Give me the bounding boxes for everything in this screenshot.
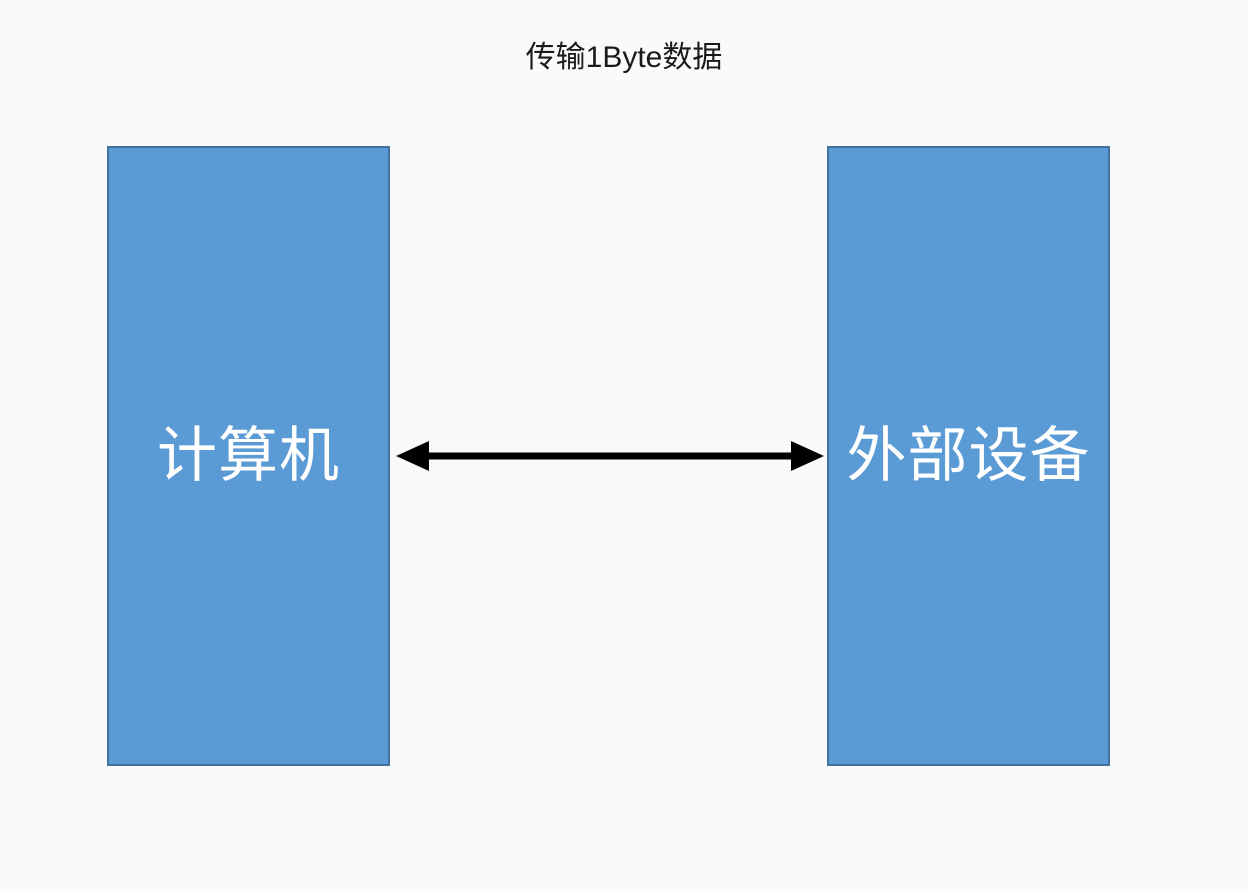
- node-computer[interactable]: 计算机: [107, 146, 390, 766]
- connector-computer-peripheral[interactable]: [396, 441, 824, 471]
- arrowhead-right-icon: [791, 441, 824, 471]
- node-peripheral[interactable]: 外部设备: [827, 146, 1110, 766]
- connector-shaft: [420, 452, 802, 460]
- node-computer-label: 计算机: [157, 422, 340, 489]
- page-title: 传输1Byte数据: [525, 41, 723, 74]
- arrowhead-left-icon: [396, 441, 429, 471]
- node-peripheral-label: 外部设备: [846, 422, 1091, 489]
